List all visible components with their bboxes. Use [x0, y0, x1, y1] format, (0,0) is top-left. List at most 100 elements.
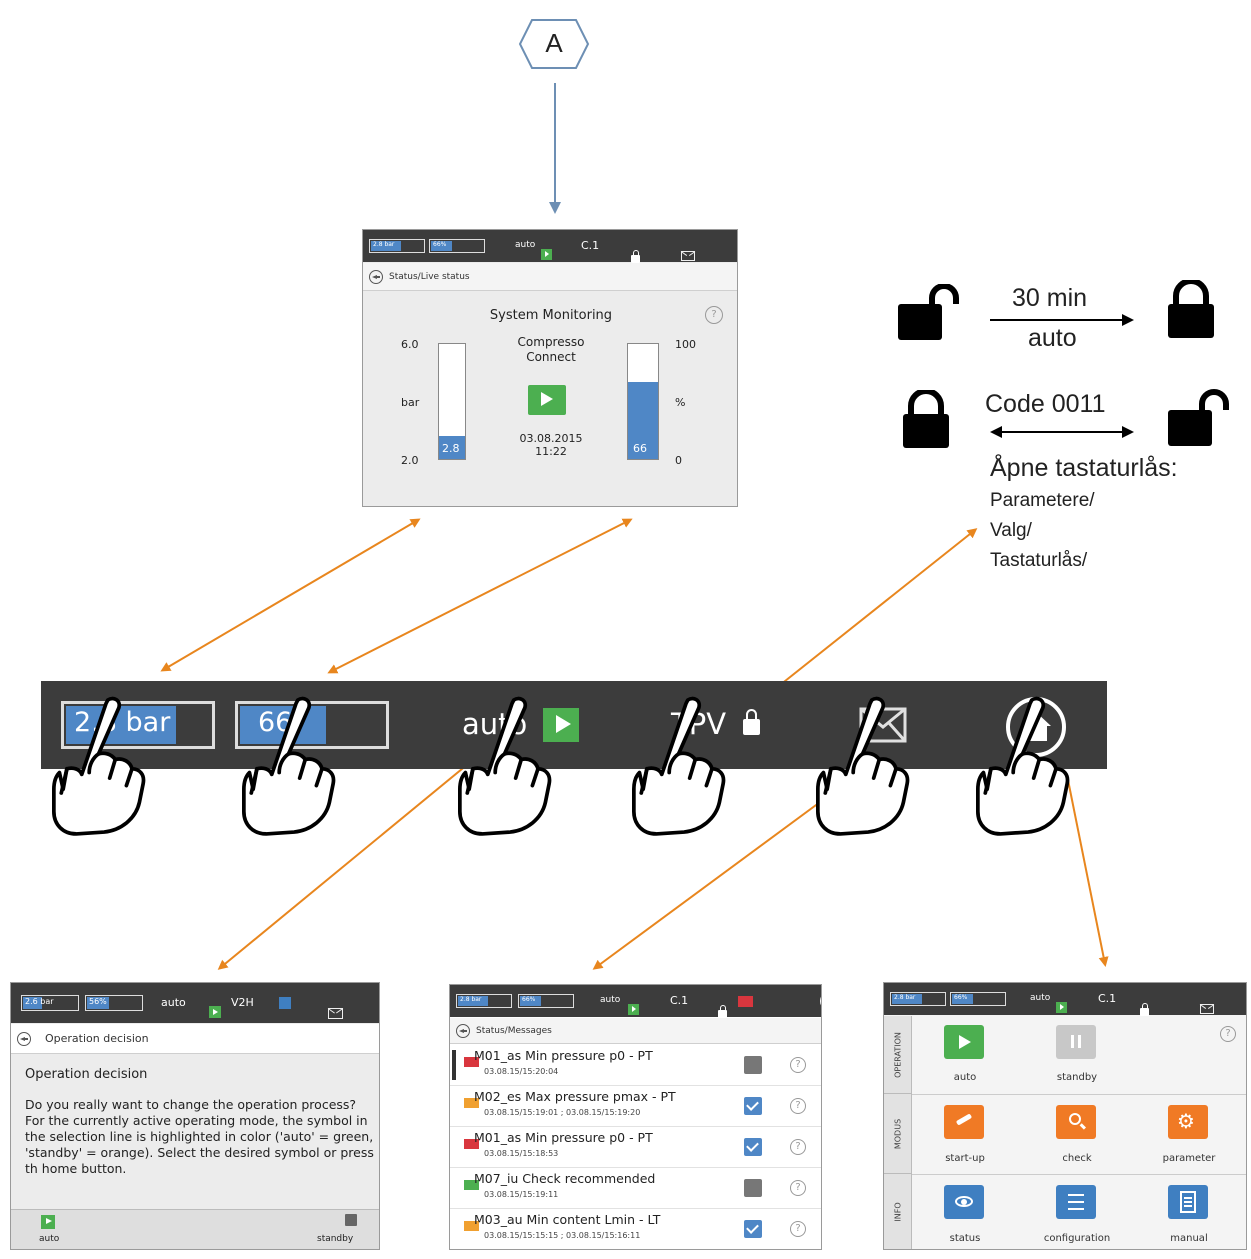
level-indicator[interactable]: 66: [235, 701, 389, 749]
play-icon[interactable]: [528, 385, 566, 415]
document-icon: [1180, 1191, 1196, 1213]
standby-tile[interactable]: [1056, 1025, 1096, 1059]
unlock-path-step: Tastaturlås/: [990, 550, 1088, 571]
unlock-title: Åpne tastaturlås:: [990, 454, 1178, 482]
auto-tile[interactable]: [944, 1025, 984, 1059]
messages-screen: 2.8 bar 66% auto C.1 Status/Messages M01…: [449, 984, 822, 1250]
live-status-screen: 2.8 bar 66% auto C.1 Status/Live status …: [362, 229, 738, 507]
back-icon[interactable]: [17, 1031, 31, 1046]
standby-button[interactable]: standby: [317, 1234, 354, 1244]
mail-alert-icon[interactable]: [738, 996, 753, 1007]
acknowledge-checkbox[interactable]: [744, 1179, 762, 1197]
acknowledge-checkbox[interactable]: [744, 1056, 762, 1074]
lock-label[interactable]: TPV: [671, 707, 727, 741]
mail-icon[interactable]: [1200, 1004, 1215, 1014]
breadcrumb: Status/Messages: [450, 1018, 821, 1044]
help-icon[interactable]: ?: [790, 1221, 806, 1237]
lock-label[interactable]: C.1: [1098, 992, 1117, 1005]
mode-label[interactable]: auto: [1030, 993, 1051, 1003]
auto-button[interactable]: auto: [39, 1234, 60, 1244]
mail-icon[interactable]: [859, 707, 907, 747]
tab-modus[interactable]: MODUS: [884, 1094, 912, 1174]
message-title: M01_as Min pressure p0 - PT: [474, 1048, 653, 1063]
pressure-value: 2.8 bar: [74, 707, 171, 738]
pressure-indicator[interactable]: 2.8 bar: [890, 992, 946, 1006]
acknowledge-checkbox[interactable]: [744, 1138, 762, 1156]
breadcrumb: Operation decision: [11, 1024, 379, 1054]
status-bar: 2.8 bar 66% auto C.1: [450, 985, 821, 1018]
acknowledge-checkbox[interactable]: [744, 1220, 762, 1238]
left-gauge-fill: [439, 436, 465, 459]
check-tile[interactable]: [1056, 1105, 1096, 1139]
manual-tile[interactable]: [1168, 1185, 1208, 1219]
lock-label[interactable]: C.1: [670, 994, 689, 1007]
acknowledge-checkbox[interactable]: [744, 1097, 762, 1115]
arrow-pressure: [160, 518, 421, 672]
configuration-tile[interactable]: [1056, 1185, 1096, 1219]
unlocked-padlock-icon: [898, 284, 959, 340]
save-icon[interactable]: [279, 997, 291, 1009]
play-icon: [541, 249, 552, 260]
back-icon[interactable]: [456, 1023, 470, 1038]
status-label: status: [949, 1233, 981, 1244]
status-tile[interactable]: [944, 1185, 984, 1219]
pause-icon[interactable]: [345, 1214, 357, 1226]
right-gauge-min: 0: [675, 454, 682, 467]
auto-icon[interactable]: [41, 1215, 55, 1229]
mode-label[interactable]: auto: [161, 996, 186, 1009]
dialog-body: Do you really want to change the operati…: [25, 1097, 374, 1176]
message-mail-icon: [464, 1139, 479, 1149]
message-time: 03.08.15/15:18:53: [484, 1149, 559, 1158]
help-icon[interactable]: ?: [790, 1098, 806, 1114]
help-icon[interactable]: ?: [705, 306, 723, 324]
unlock-path-step: Valg/: [990, 520, 1032, 541]
mode-label[interactable]: auto: [600, 995, 621, 1005]
help-icon[interactable]: ?: [790, 1057, 806, 1073]
help-icon[interactable]: ?: [1220, 1026, 1236, 1042]
left-gauge-max: 6.0: [401, 338, 419, 351]
lock-legend: 30 min auto Code 0011 Åpne tastaturlås: …: [890, 280, 1251, 580]
mail-icon[interactable]: [328, 1008, 344, 1019]
pressure-indicator[interactable]: 2.6 bar: [21, 995, 79, 1011]
play-icon[interactable]: [543, 708, 579, 742]
lock-icon: [1140, 1003, 1150, 1016]
level-indicator[interactable]: 66%: [429, 239, 485, 253]
help-icon[interactable]: ?: [790, 1139, 806, 1155]
magnifier-icon: [1069, 1113, 1081, 1125]
level-indicator[interactable]: 66%: [950, 992, 1006, 1006]
duration-label: 30 min: [1012, 284, 1088, 312]
locked-padlock-icon: [1168, 280, 1214, 338]
lock-label[interactable]: C.1: [581, 239, 600, 252]
pressure-indicator[interactable]: 2.8 bar: [456, 994, 512, 1008]
pressure-indicator[interactable]: 2.8 bar: [61, 701, 215, 749]
status-bar-enlarged: 2.8 bar 66 auto TPV: [41, 681, 1107, 769]
play-icon: [628, 1004, 639, 1015]
help-icon[interactable]: ?: [790, 1180, 806, 1196]
mode-label[interactable]: auto: [515, 240, 536, 250]
level-indicator[interactable]: 56%: [85, 995, 143, 1011]
play-icon: [1056, 1002, 1067, 1013]
mail-icon[interactable]: [681, 251, 696, 261]
right-gauge-max: 100: [675, 338, 696, 351]
start-up-tile[interactable]: [944, 1105, 984, 1139]
right-gauge-value: 66: [633, 442, 647, 455]
hexagon-icon: [518, 19, 590, 69]
back-icon[interactable]: [369, 269, 383, 284]
tab-operation[interactable]: OPERATION: [884, 1016, 912, 1094]
home-icon[interactable]: [820, 991, 821, 1011]
message-mail-icon: [464, 1221, 479, 1231]
marker-label: A: [545, 28, 563, 58]
mode-label[interactable]: auto: [462, 707, 528, 741]
parameter-tile[interactable]: ⚙: [1168, 1105, 1208, 1139]
home-icon[interactable]: [1004, 695, 1068, 763]
pressure-indicator[interactable]: 2.8 bar: [369, 239, 425, 253]
play-icon[interactable]: [209, 1006, 221, 1018]
level-indicator[interactable]: 66%: [518, 994, 574, 1008]
lock-shackle: [746, 709, 757, 721]
tab-info[interactable]: INFO: [884, 1174, 912, 1249]
